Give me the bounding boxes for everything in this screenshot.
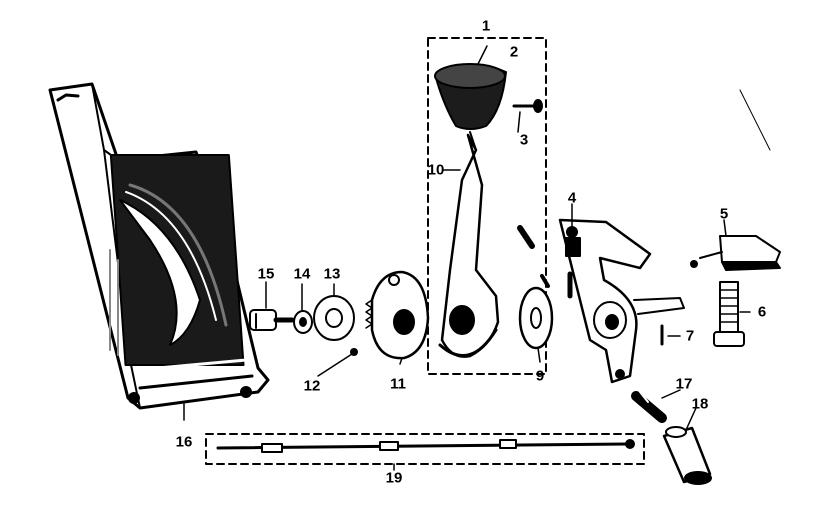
bushing-part-14 bbox=[293, 310, 313, 334]
cable-assembly-group bbox=[205, 433, 645, 465]
part-label: 15 bbox=[257, 265, 275, 283]
part-label: 7 bbox=[685, 327, 695, 345]
part-label: 2 bbox=[509, 43, 519, 61]
part-label: 1 bbox=[481, 17, 491, 35]
part-label: 17 bbox=[675, 375, 693, 393]
part-label: 13 bbox=[323, 265, 341, 283]
part-label: 16 bbox=[175, 433, 193, 451]
cam-gear-part-11 bbox=[365, 270, 430, 360]
washer-part-9 bbox=[518, 286, 554, 350]
part-label: 18 bbox=[691, 395, 709, 413]
bolt-part-6 bbox=[713, 281, 745, 347]
part-label: 3 bbox=[519, 131, 529, 149]
screw-part-15 bbox=[249, 309, 295, 331]
screw-part-17 bbox=[631, 391, 667, 423]
part-label: 5 bbox=[719, 205, 729, 223]
washer-part-13 bbox=[313, 295, 355, 341]
part-label: 4 bbox=[567, 189, 577, 207]
part-label: 9 bbox=[535, 367, 545, 385]
part-label: 11 bbox=[390, 375, 406, 393]
bracket-assembly bbox=[517, 218, 685, 384]
lever-assembly-group bbox=[427, 37, 547, 375]
clip-bracket-part-5 bbox=[690, 235, 781, 271]
faceplate-housing bbox=[48, 82, 270, 410]
part-label: 14 bbox=[293, 265, 311, 283]
ferrule-part-18 bbox=[662, 426, 712, 485]
part-label: 19 bbox=[385, 469, 403, 487]
part-label: 10 bbox=[427, 161, 445, 179]
part-label: 12 bbox=[303, 377, 321, 395]
leader-lines bbox=[183, 45, 771, 471]
part-label: 6 bbox=[757, 303, 767, 321]
